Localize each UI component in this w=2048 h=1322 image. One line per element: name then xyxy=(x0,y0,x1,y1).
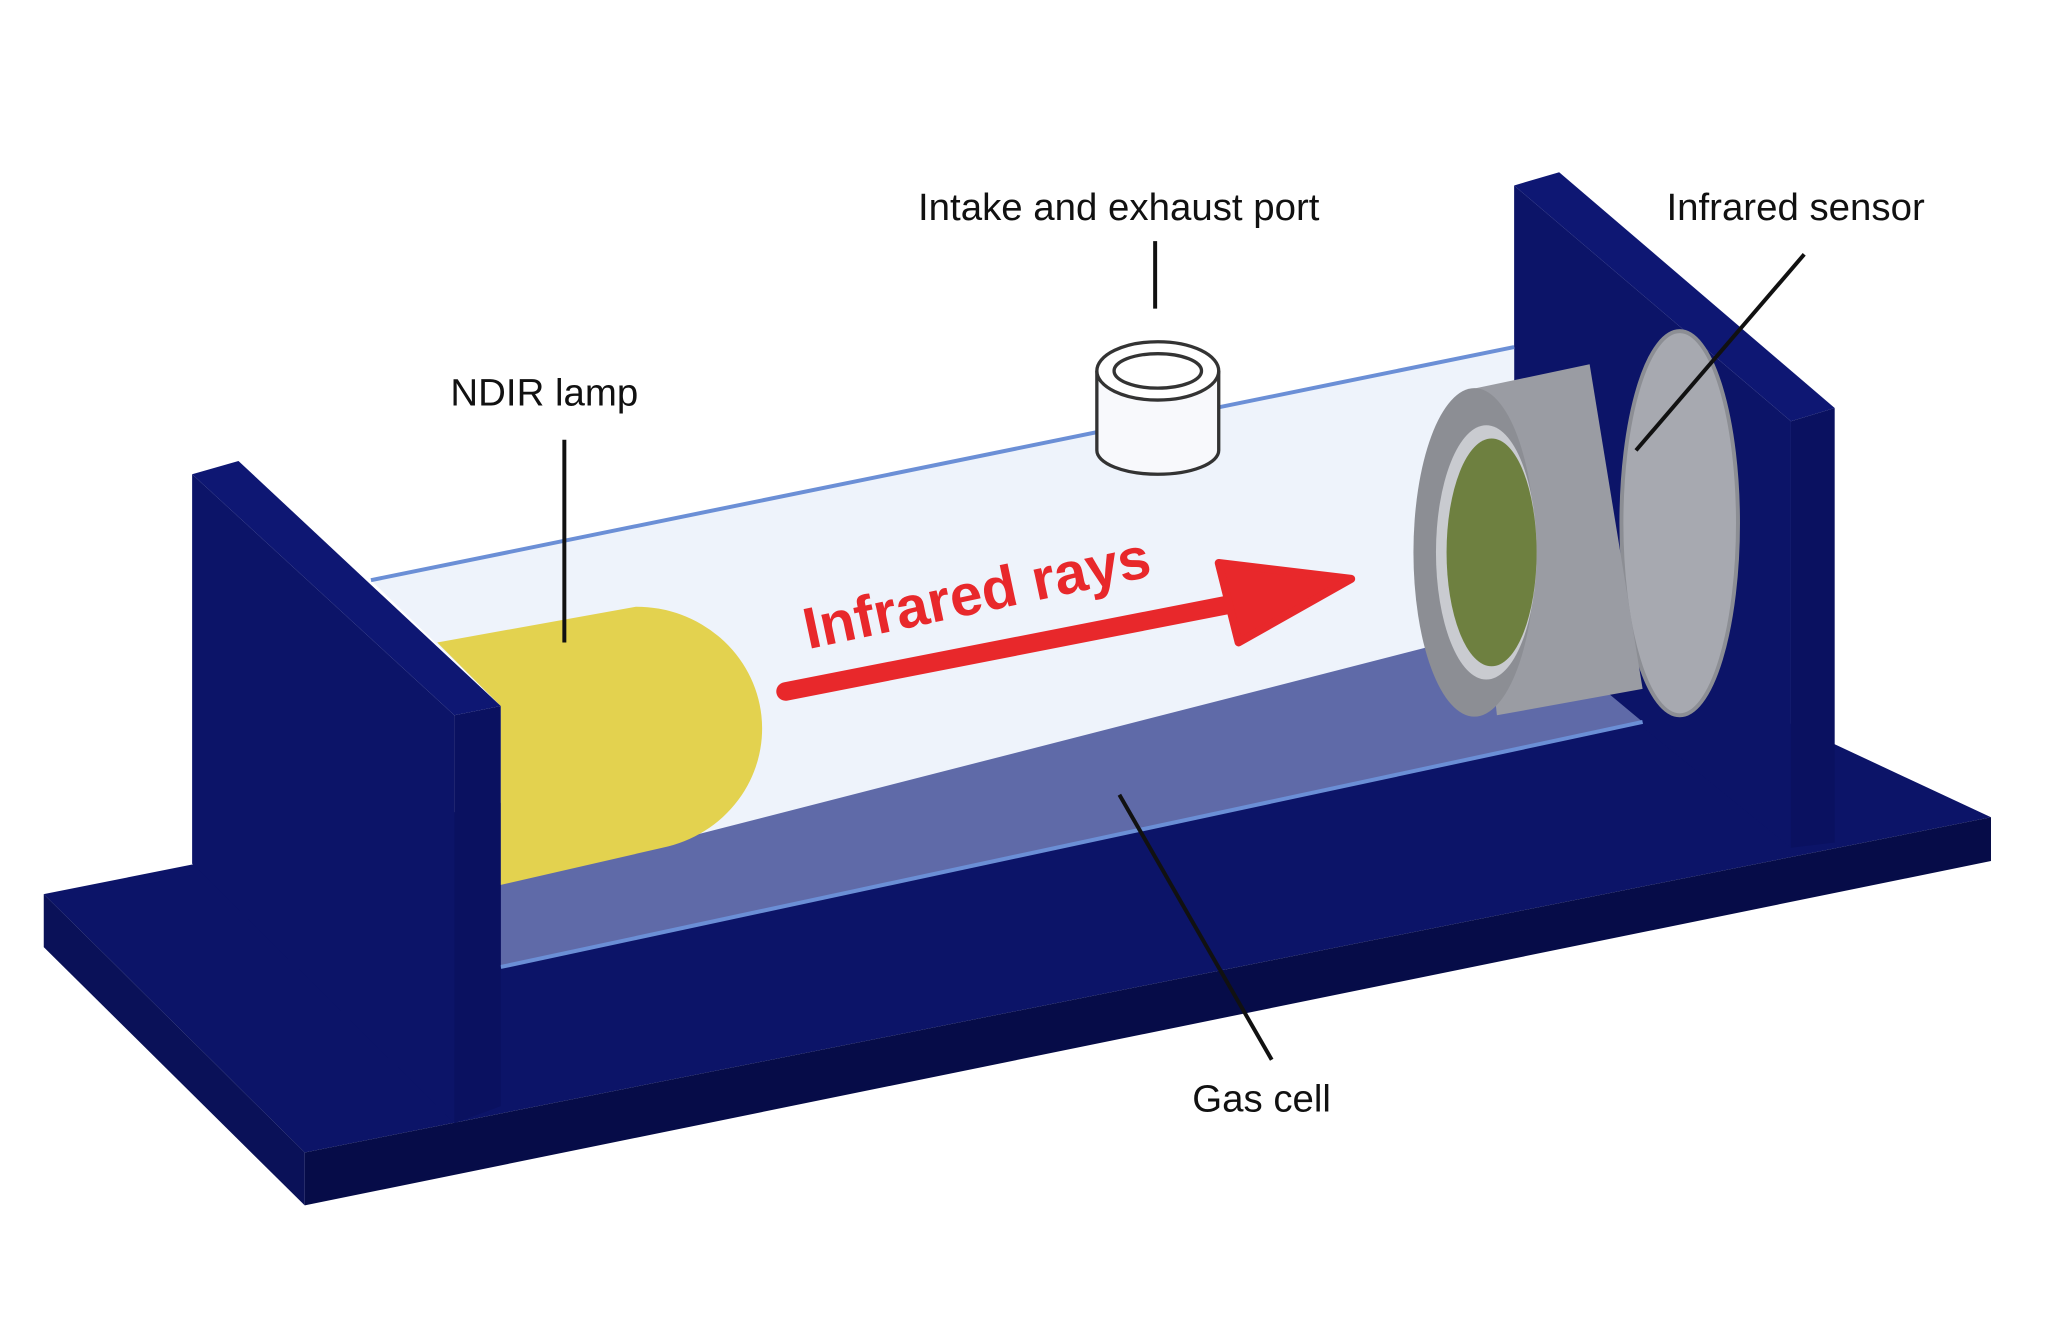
infrared-ray-arrow xyxy=(776,559,1356,701)
port-label: Intake and exhaust port xyxy=(918,186,1320,229)
sensor-leader xyxy=(1634,253,1806,452)
sensor-label: Infrared sensor xyxy=(1666,186,1925,229)
intake-exhaust-port xyxy=(1095,340,1221,476)
gas-cell-label: Gas cell xyxy=(1192,1077,1331,1120)
cell-leader xyxy=(1117,793,1274,1061)
ndir-lamp xyxy=(437,606,763,885)
infrared-sensor xyxy=(1413,329,1740,718)
left-wall xyxy=(192,460,501,1124)
lamp-label: NDIR lamp xyxy=(450,371,638,414)
